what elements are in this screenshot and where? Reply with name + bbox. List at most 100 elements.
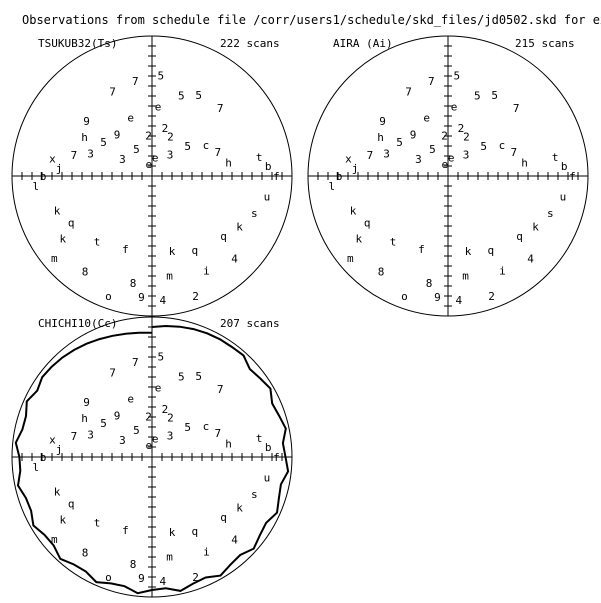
scan-point: 7 xyxy=(71,430,78,443)
scan-point: 7 xyxy=(217,383,224,396)
scan-point: 3 xyxy=(383,148,390,161)
scan-point: 2 xyxy=(167,412,174,425)
scan-point: x xyxy=(345,152,352,165)
scan-point: 8 xyxy=(378,266,385,279)
scan-point: 3 xyxy=(87,148,94,161)
scan-point: 5 xyxy=(396,136,403,149)
scan-point: l xyxy=(32,180,39,193)
scan-point: 8 xyxy=(82,547,89,560)
scan-point: 7 xyxy=(428,75,435,88)
scan-point: 2 xyxy=(192,571,199,584)
scan-point: q xyxy=(220,511,227,524)
scan-point: q xyxy=(68,217,75,230)
scan-point: o xyxy=(105,571,112,584)
scan-point: 2 xyxy=(162,122,169,135)
scan-point: e xyxy=(127,112,134,125)
scan-point: k xyxy=(59,514,66,527)
scan-point: 5 xyxy=(133,143,140,156)
scan-point: m xyxy=(51,252,58,265)
scan-point: 5 xyxy=(157,69,164,82)
horizon-mask-outline xyxy=(14,324,290,595)
scan-point: x xyxy=(49,152,56,165)
scan-point: 4 xyxy=(527,253,534,266)
scan-point: e xyxy=(423,112,430,125)
scan-point: s xyxy=(251,207,258,220)
scan-point: 9 xyxy=(114,409,121,422)
scan-point: t xyxy=(94,517,101,530)
scan-point: 7 xyxy=(214,427,221,440)
scan-point: j xyxy=(352,162,359,175)
scan-point: 7 xyxy=(132,356,139,369)
scan-point: 3 xyxy=(119,434,126,447)
scan-point: 7 xyxy=(217,102,224,115)
scan-point: 7 xyxy=(132,75,139,88)
scan-point: f xyxy=(569,170,576,183)
scan-point: 5 xyxy=(184,421,191,434)
scan-point: c xyxy=(499,139,506,152)
scan-point: 5 xyxy=(157,350,164,363)
scan-point: 4 xyxy=(159,575,166,588)
scan-point: k xyxy=(355,233,362,246)
scan-point: u xyxy=(560,190,567,203)
scan-point: 5 xyxy=(195,89,202,102)
scan-point: h xyxy=(225,157,232,170)
scan-count-label: 215 scans xyxy=(515,37,575,50)
scan-point: q xyxy=(191,525,198,538)
scan-point: 5 xyxy=(474,90,481,103)
scan-point: t xyxy=(390,236,397,249)
scan-point: e xyxy=(152,433,159,446)
scan-point: 9 xyxy=(114,128,121,141)
scan-point: 7 xyxy=(109,366,116,379)
scan-point: 3 xyxy=(463,149,470,162)
scan-point: c xyxy=(203,139,210,152)
scan-point: k xyxy=(59,233,66,246)
scan-point: m xyxy=(347,252,354,265)
scan-point: 2 xyxy=(162,403,169,416)
scan-point: 7 xyxy=(405,85,412,98)
scan-point: f xyxy=(273,170,280,183)
scan-point: 5 xyxy=(100,136,107,149)
scan-point: k xyxy=(350,205,357,218)
scan-point: k xyxy=(54,205,61,218)
scan-point: b xyxy=(40,170,47,183)
scan-point: m xyxy=(166,270,173,283)
scan-point: 2 xyxy=(458,122,465,135)
scan-point: t xyxy=(256,432,263,445)
scan-point: 3 xyxy=(167,149,174,162)
scan-point: 2 xyxy=(441,130,448,143)
scan-point: t xyxy=(94,236,101,249)
scan-count-label: 222 scans xyxy=(220,37,280,50)
scan-point: h xyxy=(81,412,88,425)
figure-title: Observations from schedule file /corr/us… xyxy=(22,13,601,27)
scan-point: q xyxy=(516,230,523,243)
scan-point: 7 xyxy=(513,102,520,115)
scan-point: 4 xyxy=(159,294,166,307)
scan-point: 3 xyxy=(87,429,94,442)
scan-point: j xyxy=(56,162,63,175)
scan-point: 8 xyxy=(426,277,433,290)
scan-point: 7 xyxy=(367,149,374,162)
scan-point: 5 xyxy=(100,417,107,430)
scan-point: f xyxy=(273,451,280,464)
scan-point: 5 xyxy=(195,370,202,383)
scan-point: 2 xyxy=(145,130,152,143)
scan-point: 4 xyxy=(231,253,238,266)
scan-point: b xyxy=(336,170,343,183)
scan-point: 9 xyxy=(83,396,90,409)
scan-point: 5 xyxy=(491,89,498,102)
scan-point: 2 xyxy=(167,131,174,144)
scan-point: 8 xyxy=(130,558,137,571)
scan-point: 9 xyxy=(138,572,145,585)
scan-point: 9 xyxy=(410,128,417,141)
scan-point: e xyxy=(145,439,152,452)
station-label: CHICHI10(Cc) xyxy=(38,317,117,330)
scan-point: m xyxy=(51,533,58,546)
scan-point: b xyxy=(561,160,568,173)
